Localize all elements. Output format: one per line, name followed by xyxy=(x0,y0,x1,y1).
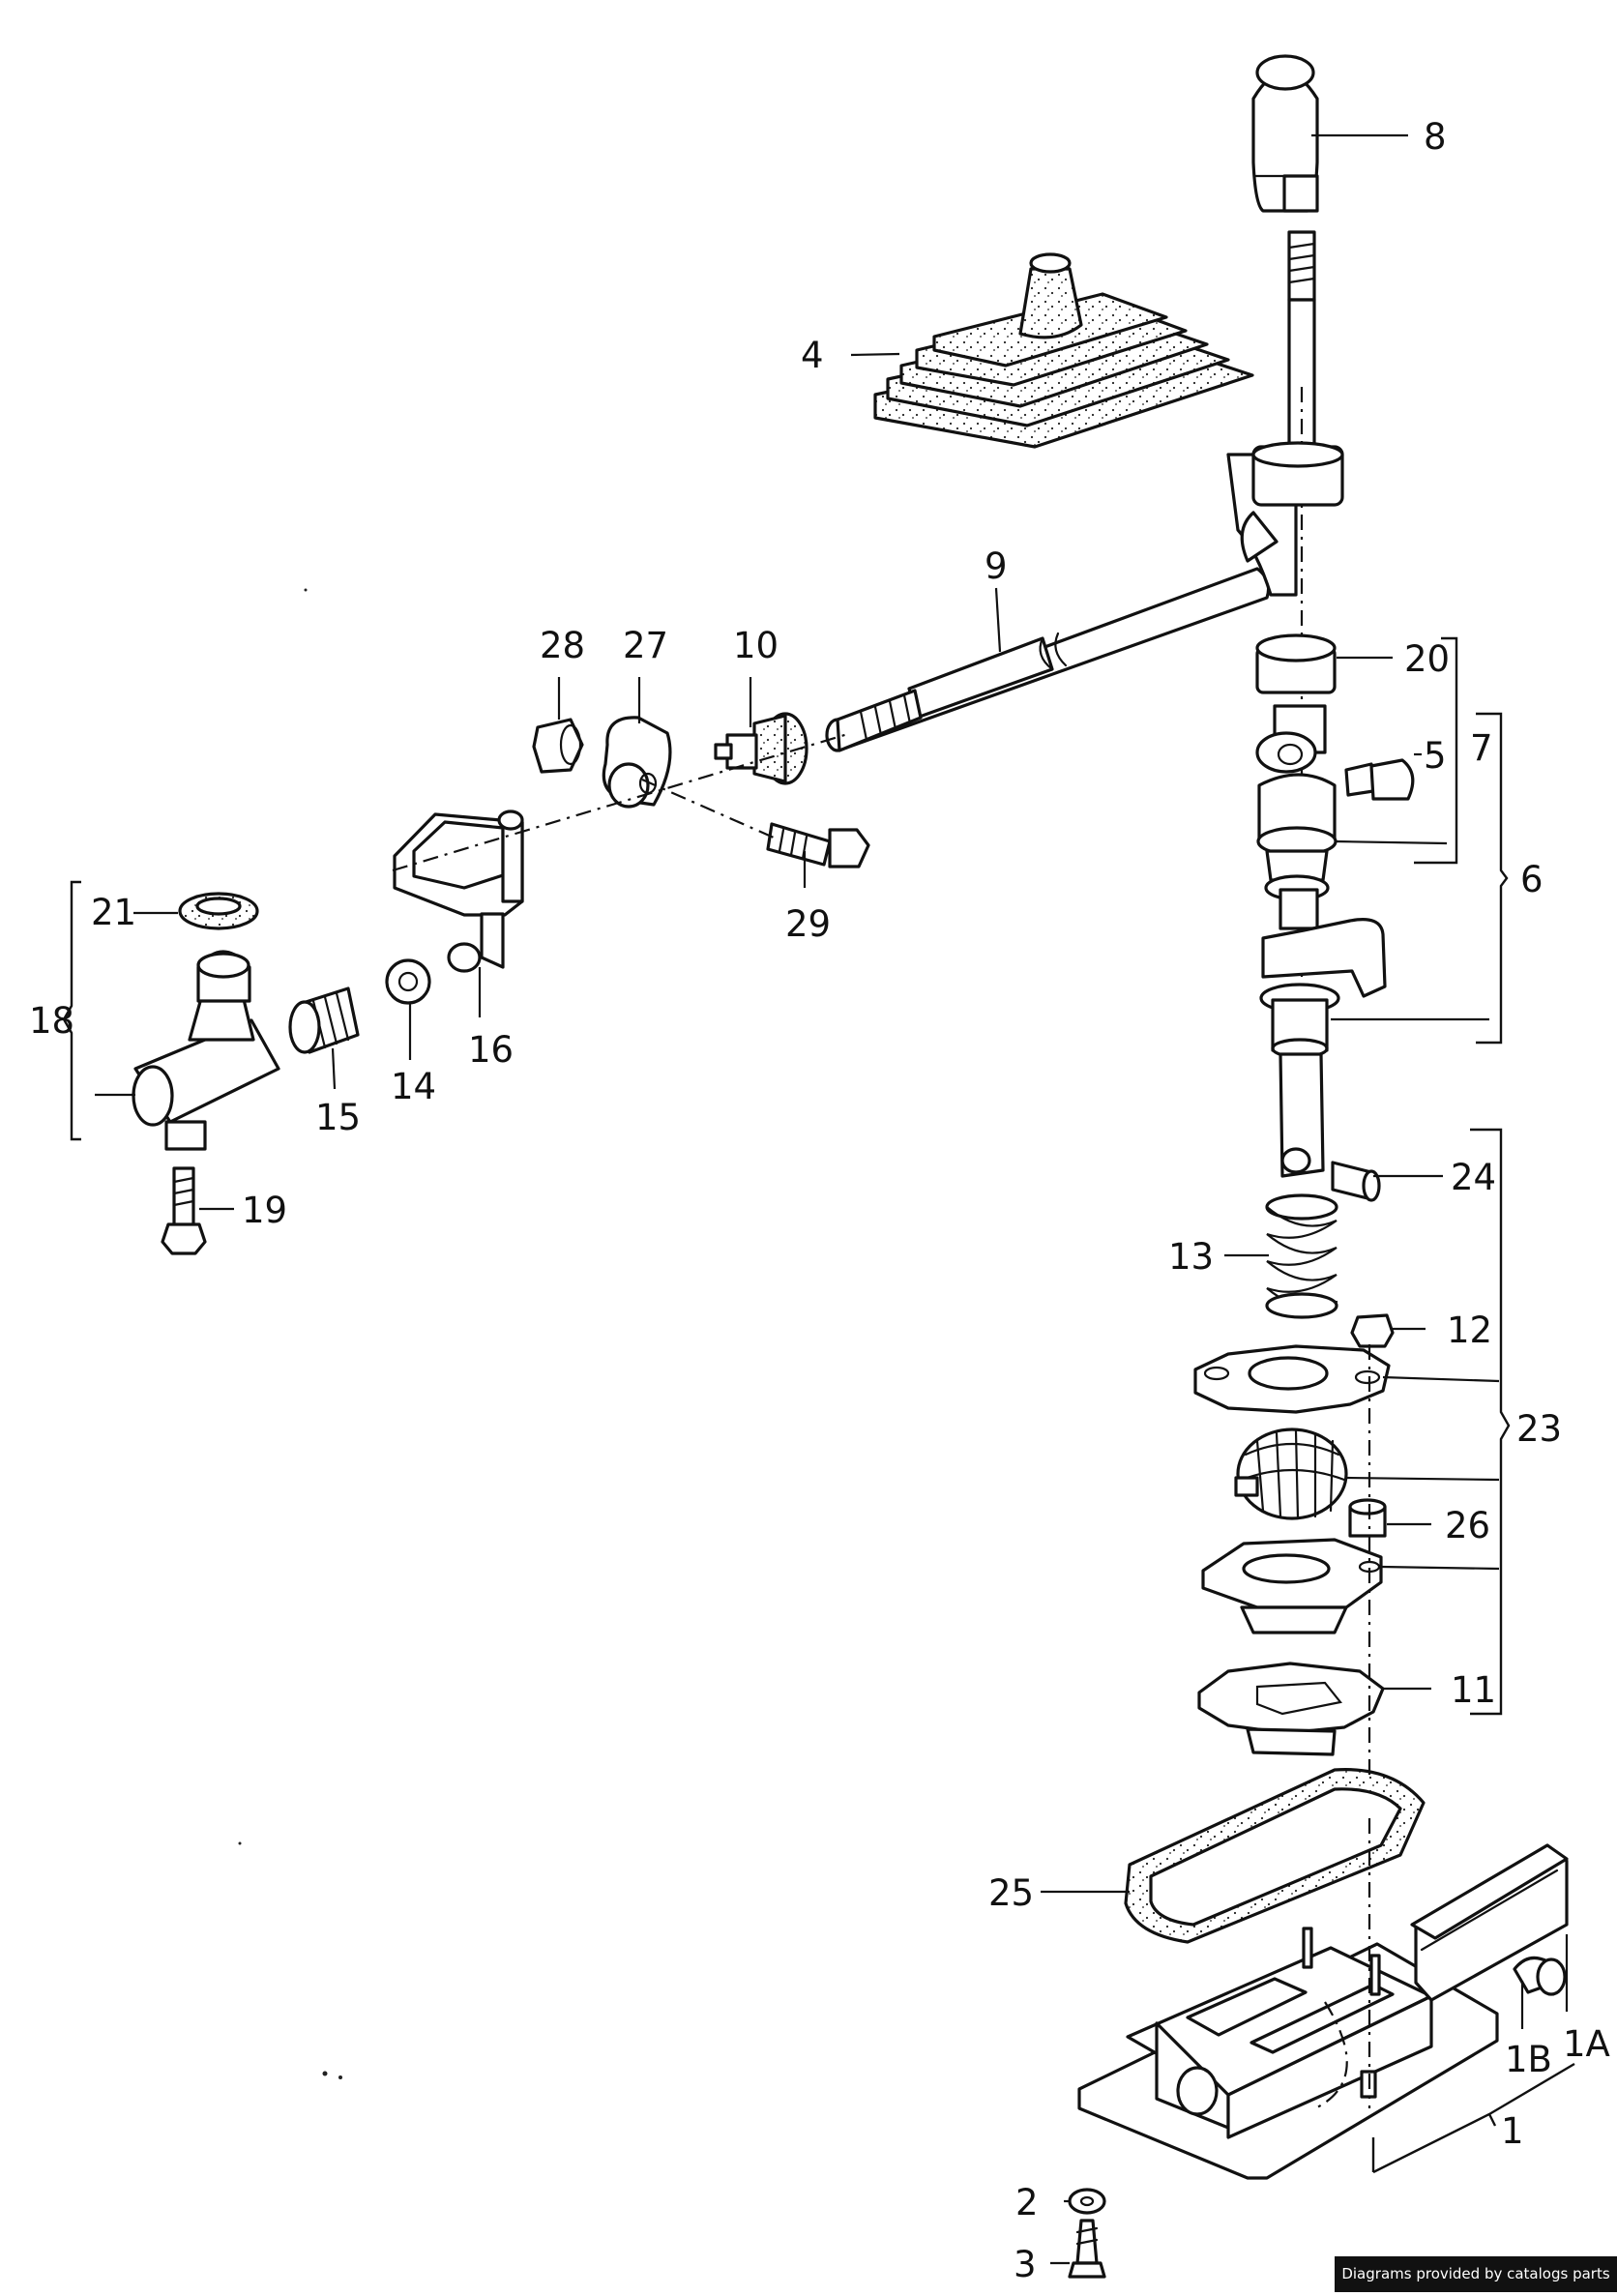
scan-dot xyxy=(323,2072,328,2076)
part-12-nut xyxy=(1352,1315,1393,1346)
callout-18: 18 xyxy=(29,1000,74,1042)
part-9-shift-rod xyxy=(827,443,1342,751)
part-29-bolt xyxy=(768,824,868,867)
callout-6: 6 xyxy=(1520,859,1544,900)
scan-dot xyxy=(239,1842,242,1845)
leader-lines xyxy=(95,135,1567,2263)
part-21-ring xyxy=(180,894,257,928)
callout-21: 21 xyxy=(91,892,136,933)
callout-19: 19 xyxy=(242,1190,287,1231)
part-26-bushing xyxy=(1350,1500,1385,1536)
part-28-nut xyxy=(534,720,582,772)
callout-1B: 1B xyxy=(1505,2039,1552,2080)
callout-23: 23 xyxy=(1516,1408,1562,1450)
callout-11: 11 xyxy=(1451,1669,1496,1711)
part-19-bolt xyxy=(162,1168,205,1253)
callout-4: 4 xyxy=(801,335,824,376)
part-6-selector xyxy=(1261,890,1385,1176)
callout-24: 24 xyxy=(1451,1157,1496,1198)
part-20-ring xyxy=(1257,635,1335,692)
part-5-bolt xyxy=(1346,760,1413,799)
callout-1A: 1A xyxy=(1563,2023,1610,2065)
part-4-shift-boot xyxy=(875,254,1252,447)
credit-banner: Diagrams provided by catalogs parts xyxy=(1335,2256,1617,2292)
part-8-shift-knob xyxy=(1253,56,1317,211)
callout-28: 28 xyxy=(540,625,585,666)
part-27-clamp xyxy=(603,718,670,807)
part-2-washer xyxy=(1070,2190,1104,2213)
callout-3: 3 xyxy=(1014,2244,1037,2285)
callout-2: 2 xyxy=(1015,2182,1039,2223)
part-11-base-plate xyxy=(1199,1663,1383,1754)
part-23-plate-upper xyxy=(1195,1346,1389,1412)
callout-27: 27 xyxy=(623,625,668,666)
part-3-screw xyxy=(1070,2221,1104,2277)
callout-20: 20 xyxy=(1404,638,1450,680)
part-5-7-joint xyxy=(1257,706,1336,899)
callout-15: 15 xyxy=(315,1097,361,1138)
callout-26: 26 xyxy=(1445,1505,1490,1546)
part-14-washer xyxy=(387,960,429,1003)
callout-8: 8 xyxy=(1424,116,1447,158)
callout-10: 10 xyxy=(733,625,779,666)
part-10-bushing xyxy=(716,714,807,783)
callout-9: 9 xyxy=(985,545,1008,587)
callout-13: 13 xyxy=(1168,1236,1214,1278)
callout-12: 12 xyxy=(1447,1310,1492,1351)
part-25-gasket xyxy=(1126,1770,1424,1942)
callout-14: 14 xyxy=(391,1066,436,1107)
scan-dot xyxy=(305,589,308,592)
callout-25: 25 xyxy=(988,1872,1034,1914)
callout-16: 16 xyxy=(468,1029,514,1071)
callout-29: 29 xyxy=(785,903,831,945)
part-13-spring xyxy=(1267,1195,1337,1317)
part-23-ball xyxy=(1236,1429,1346,1518)
callout-5: 5 xyxy=(1424,735,1447,777)
part-18-housing xyxy=(133,952,279,1149)
part-15-bushing xyxy=(290,988,358,1052)
part-23-plate-lower xyxy=(1203,1540,1381,1633)
callout-1: 1 xyxy=(1501,2110,1524,2152)
callout-7: 7 xyxy=(1470,727,1493,769)
part-24-pin xyxy=(1333,1163,1379,1200)
part-16-bracket xyxy=(395,811,522,971)
scan-dot xyxy=(338,2075,342,2079)
